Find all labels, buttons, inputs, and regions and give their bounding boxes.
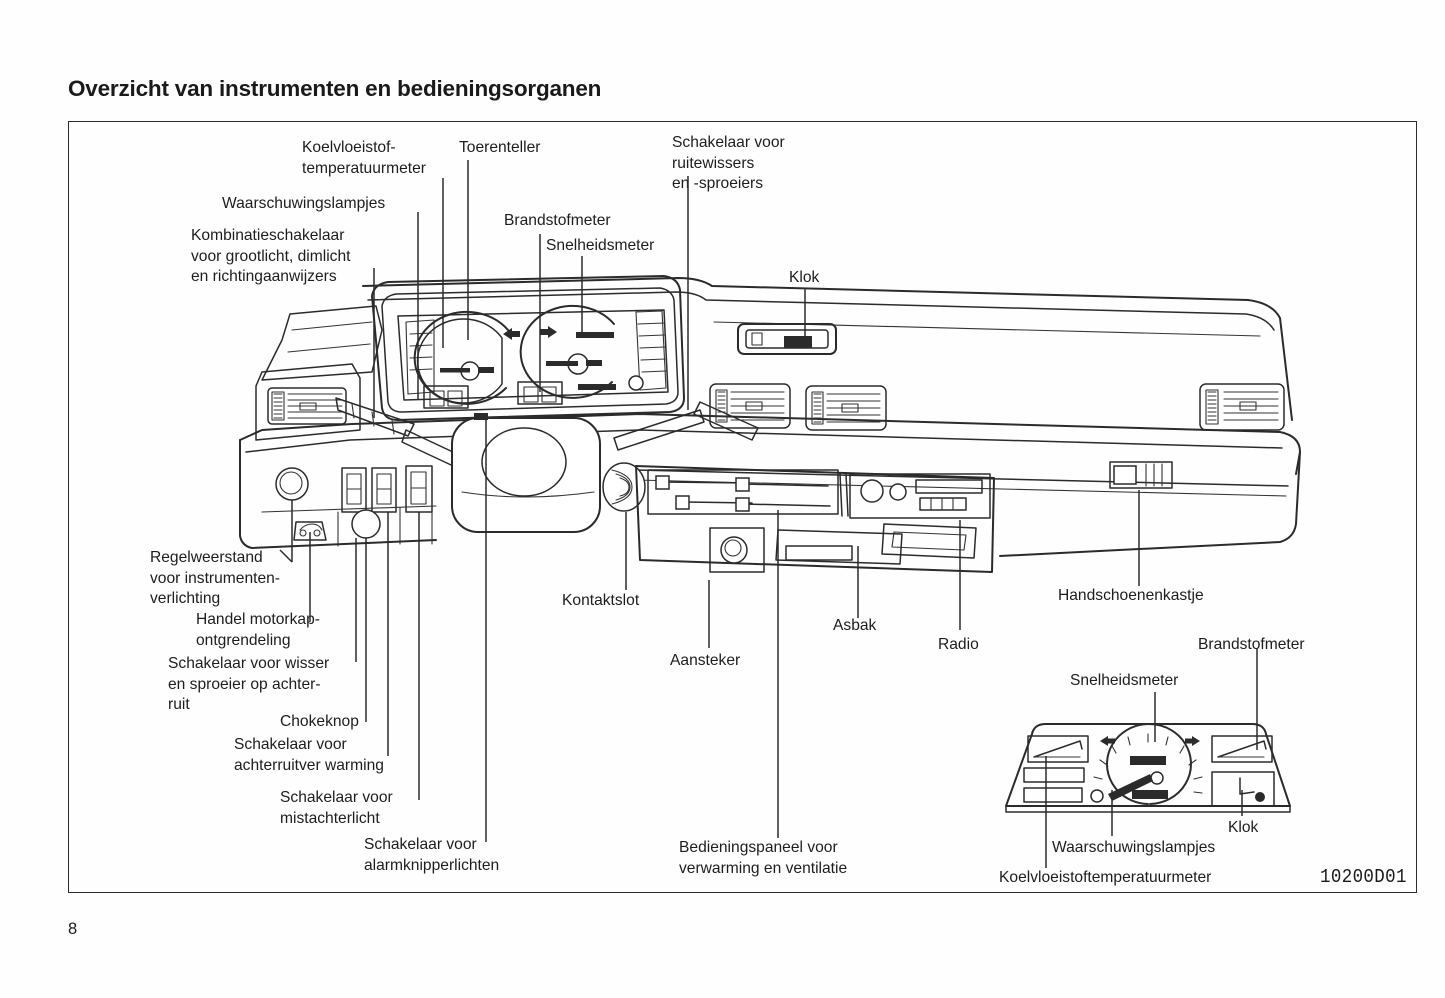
label-inset-brandstofmeter: Brandstofmeter — [1198, 636, 1305, 653]
label-waarschuwingslampjes: Waarschuwingslampjes — [222, 195, 386, 212]
label-klok: Klok — [789, 269, 820, 286]
label-bedieningspaneel: Bedieningspaneel voor verwarming en vent… — [679, 839, 848, 877]
label-aansteker: Aansteker — [670, 652, 741, 669]
label-radio: Radio — [938, 636, 979, 653]
label-brandstofmeter: Brandstofmeter — [504, 212, 611, 229]
label-toerenteller: Toerenteller — [459, 139, 541, 156]
page-number: 8 — [68, 920, 78, 938]
label-schakelaar-alarmknipperlichten: Schakelaar voor alarmknipperlichten — [364, 836, 500, 874]
label-schakelaar-achterruitverwarming: Schakelaar voor achterruitver warming — [234, 736, 384, 774]
figure-code: 10200D01 — [1320, 866, 1407, 888]
label-inset-waarschuwingslampjes: Waarschuwingslampjes — [1052, 839, 1216, 856]
label-kombinatieschakelaar: Kombinatieschakelaar voor grootlicht, di… — [191, 227, 351, 286]
label-handschoenenkastje: Handschoenenkastje — [1058, 587, 1204, 604]
label-schakelaar-achterruitwisser: Schakelaar voor wisser en sproeier op ac… — [168, 655, 330, 714]
page-title: Overzicht van instrumenten en bedienings… — [68, 76, 602, 101]
label-chokeknop: Chokeknop — [280, 713, 359, 730]
label-handel-motorkap: Handel motorkap- ontgrendeling — [196, 611, 320, 649]
label-inset-snelheidsmeter: Snelheidsmeter — [1070, 672, 1179, 689]
label-kontaktslot: Kontaktslot — [562, 592, 640, 609]
label-regelweerstand: Regelweerstand voor instrumenten- verlic… — [150, 549, 281, 608]
figure-frame — [68, 121, 1417, 893]
label-inset-koelvloeistoftemperatuurmeter: Koelvloeistoftemperatuurmeter — [999, 869, 1212, 886]
label-schakelaar-mistachterlicht: Schakelaar voor mistachterlicht — [280, 789, 393, 827]
label-asbak: Asbak — [833, 617, 877, 634]
label-koelvloeistof-temperatuurmeter: Koelvloeistof- temperatuurmeter — [302, 139, 426, 177]
label-inset-klok: Klok — [1228, 819, 1259, 836]
label-snelheidsmeter: Snelheidsmeter — [546, 237, 655, 254]
label-schakelaar-ruitewissers: Schakelaar voor ruitewissers en -sproeie… — [672, 134, 785, 193]
